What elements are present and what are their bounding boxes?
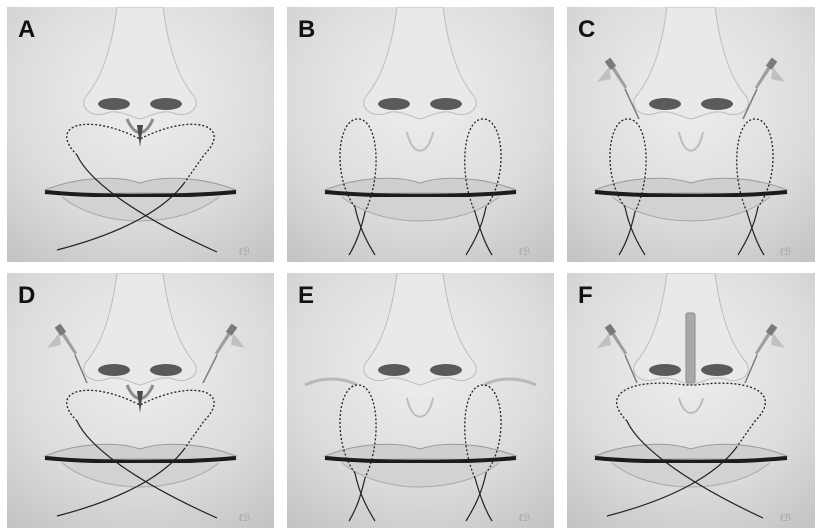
panel-c: ℓℬ C <box>567 7 815 262</box>
nostril-left <box>98 364 130 376</box>
svg-text:ℓℬ: ℓℬ <box>780 247 791 258</box>
face-illustration: ℓℬ <box>7 273 274 528</box>
panel-label: A <box>18 18 35 42</box>
face-illustration: ℓℬ <box>287 7 554 262</box>
panel-d: ℓℬ D <box>7 273 274 528</box>
face-illustration: ℓℬ <box>7 7 274 262</box>
svg-text:ℓℬ: ℓℬ <box>519 513 530 524</box>
svg-text:ℓℬ: ℓℬ <box>780 513 791 524</box>
face-illustration: ℓℬ <box>567 7 815 262</box>
nostril-right <box>150 364 182 376</box>
nostril-right <box>430 364 462 376</box>
panel-label: C <box>578 18 595 42</box>
nostril-left <box>378 98 410 110</box>
nostril-left <box>649 364 681 376</box>
nostril-left <box>98 98 130 110</box>
panel-e: ℓℬ E <box>287 273 554 528</box>
svg-text:ℓℬ: ℓℬ <box>239 247 250 258</box>
nostril-right <box>430 98 462 110</box>
svg-text:ℓℬ: ℓℬ <box>519 247 530 258</box>
panel-b: ℓℬ B <box>287 7 554 262</box>
panel-label: D <box>18 284 35 308</box>
face-illustration: ℓℬ <box>287 273 554 528</box>
panel-label: B <box>298 18 315 42</box>
face-illustration: ℓℬ <box>567 273 815 528</box>
panel-a: ℓℬ A <box>7 7 274 262</box>
svg-text:ℓℬ: ℓℬ <box>239 513 250 524</box>
panel-label: F <box>578 284 593 308</box>
nostril-right <box>701 364 733 376</box>
panel-f: ℓℬ F <box>567 273 815 528</box>
panel-label: E <box>298 284 314 308</box>
columella-exit-device <box>686 313 695 383</box>
nostril-left <box>649 98 681 110</box>
nostril-right <box>701 98 733 110</box>
nostril-left <box>378 364 410 376</box>
nostril-right <box>150 98 182 110</box>
